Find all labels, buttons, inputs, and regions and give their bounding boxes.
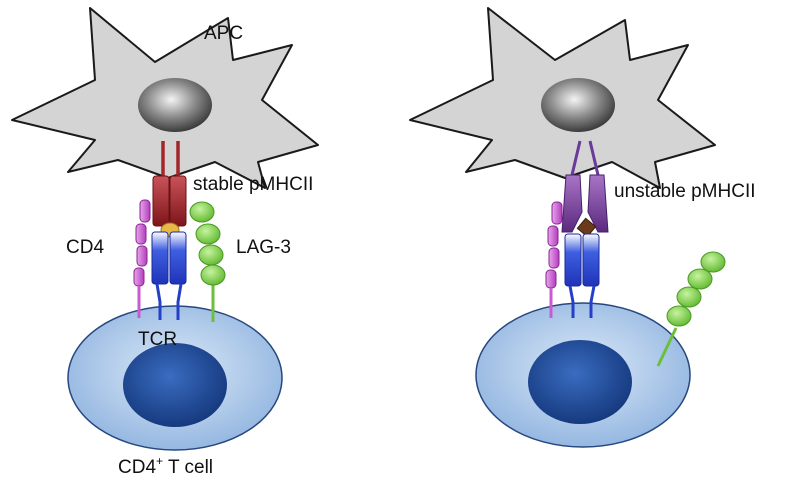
- lag3-right: [656, 251, 726, 367]
- tcr-right: [564, 233, 600, 318]
- tcell-label-superscript: +: [156, 454, 163, 468]
- cd4-label: CD4: [66, 237, 104, 258]
- apc-nucleus-right: [541, 78, 615, 132]
- tcell-nucleus-right: [528, 340, 632, 424]
- cd4-left: [133, 199, 151, 318]
- cd4-right: [545, 201, 563, 318]
- tcr-left: [151, 231, 187, 320]
- right-panel: unstable pMHCII: [409, 7, 756, 448]
- unstable-pmhcii: [561, 140, 609, 233]
- unstable-peptide: [576, 217, 597, 238]
- tcell-nucleus-left: [123, 343, 227, 427]
- lag3-label: LAG-3: [236, 237, 291, 258]
- tcr-label: TCR: [138, 329, 177, 350]
- apc-label: APC: [204, 23, 243, 44]
- stable-pmhcii-label: stable pMHCII: [193, 174, 313, 195]
- left-panel: APC stable pMHCII CD4 LAG-3 TCR CD4+ T c…: [11, 7, 319, 478]
- tcell-label: CD4+ T cell: [118, 454, 213, 478]
- apc-nucleus-left: [138, 78, 212, 132]
- lag3-left: [189, 201, 226, 322]
- unstable-pmhcii-label: unstable pMHCII: [614, 181, 756, 202]
